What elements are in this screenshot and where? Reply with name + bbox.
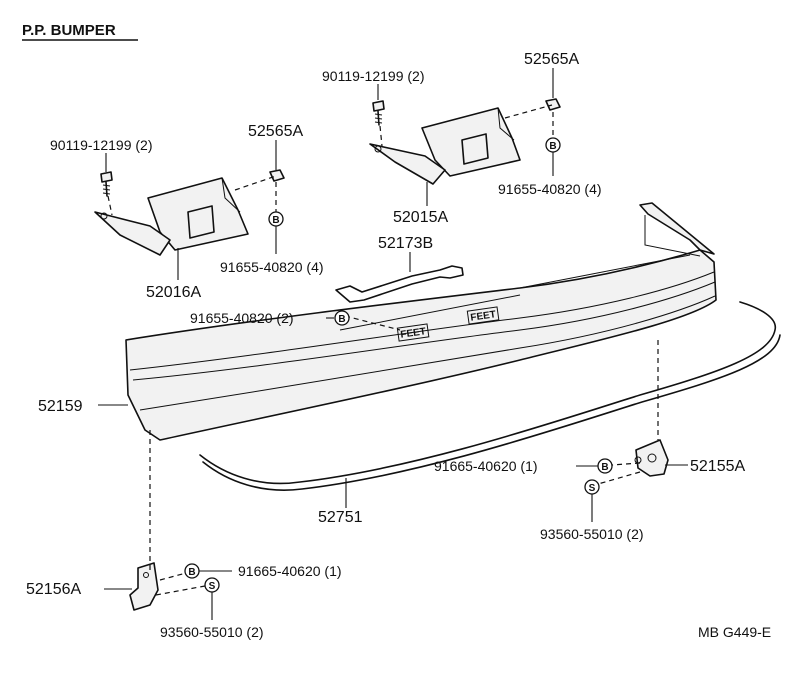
svg-text:B: B xyxy=(338,314,345,325)
label-bolt-b-left: 91665-40620 (1) xyxy=(238,563,342,579)
bracket-right xyxy=(369,107,521,185)
bumper-cover: FEET FEET xyxy=(125,202,717,441)
diagram-code: MB G449-E xyxy=(698,624,771,640)
svg-text:FEET: FEET xyxy=(470,309,497,323)
label-washer-center: 91655-40820 (2) xyxy=(190,310,294,326)
svg-text:B: B xyxy=(272,215,279,226)
label-screw-left: 93560-55010 (2) xyxy=(160,624,264,640)
label-nut-left: 52565A xyxy=(248,123,303,140)
label-bolt-left: 90119-12199 (2) xyxy=(50,137,152,153)
retainer-left xyxy=(129,562,159,611)
label-retainer-left: 52156A xyxy=(26,581,81,598)
nut-left-icon xyxy=(269,169,285,182)
label-nut-right: 52565A xyxy=(524,51,579,68)
svg-text:B: B xyxy=(601,462,608,473)
nut-right-icon xyxy=(545,98,561,111)
label-washer-left: 91655-40820 (4) xyxy=(220,259,324,275)
label-retainer-right: 52155A xyxy=(690,458,745,475)
reinforcement-bar xyxy=(335,265,464,303)
molding-strip xyxy=(199,301,781,491)
badge-s-right-screw: S xyxy=(584,479,600,495)
label-bracket-right: 52015A xyxy=(393,209,448,226)
label-bumper-cover: 52159 xyxy=(38,398,83,415)
badge-s-left-screw: S xyxy=(204,577,220,593)
label-screw-right: 93560-55010 (2) xyxy=(540,526,644,542)
badge-b-left-bolt: B xyxy=(184,563,200,579)
label-bracket-left: 52016A xyxy=(146,284,201,301)
label-molding: 52751 xyxy=(318,509,363,526)
diagram-title: P.P. BUMPER xyxy=(22,22,116,39)
badge-b-left-washer: B xyxy=(268,211,284,227)
svg-text:B: B xyxy=(549,141,556,152)
bracket-left xyxy=(94,177,249,256)
badge-b-center-washer: B xyxy=(334,310,350,326)
label-washer-right: 91655-40820 (4) xyxy=(498,181,602,197)
badge-b-right-bolt: B xyxy=(597,458,613,474)
label-reinforcement: 52173B xyxy=(378,235,433,252)
badge-b-right-washer: B xyxy=(545,137,561,153)
svg-text:FEET: FEET xyxy=(400,326,427,340)
bolt-right-icon xyxy=(372,100,385,126)
label-bolt-right: 90119-12199 (2) xyxy=(322,68,424,84)
svg-text:B: B xyxy=(188,567,195,578)
bolt-left-icon xyxy=(100,171,113,197)
svg-text:S: S xyxy=(209,581,216,592)
label-bolt-b-right: 91665-40620 (1) xyxy=(434,458,538,474)
svg-text:S: S xyxy=(589,483,596,494)
retainer-right xyxy=(634,439,669,477)
